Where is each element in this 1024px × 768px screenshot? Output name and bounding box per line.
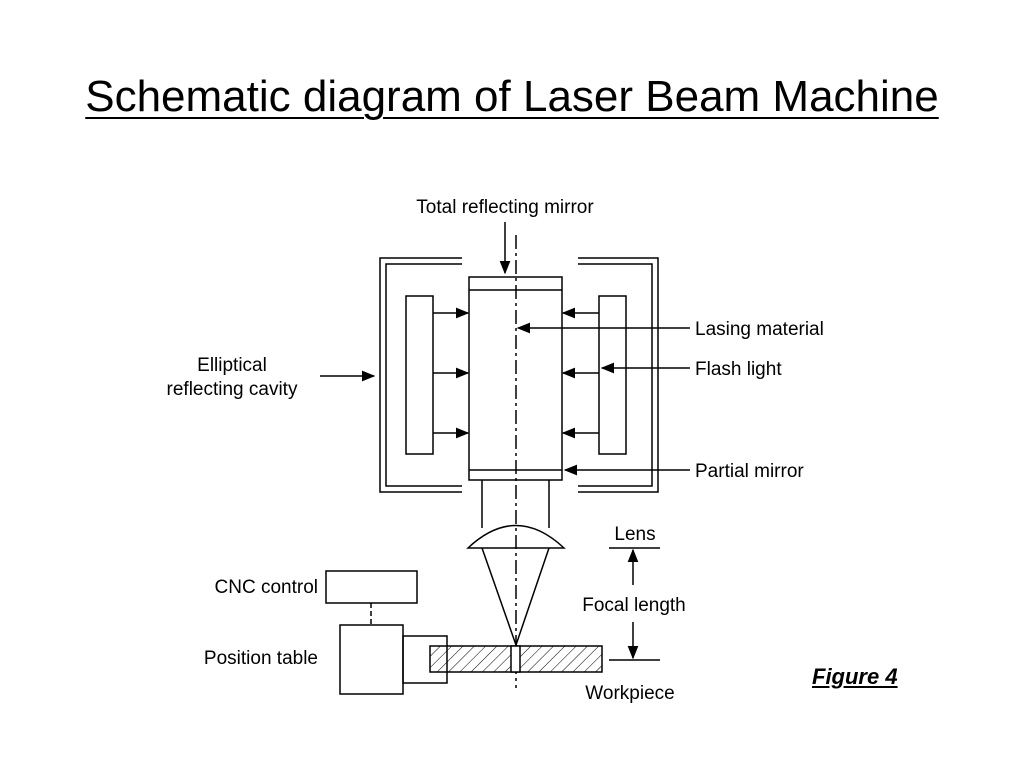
beam-tube: [481, 480, 550, 528]
label-elliptical-line2: reflecting cavity: [167, 379, 298, 400]
cnc-control-box: [325, 570, 418, 604]
focused-beam: [481, 547, 550, 646]
figure-caption: Figure 4: [812, 664, 898, 689]
label-elliptical-line1: Elliptical: [197, 355, 267, 376]
label-total-reflecting-mirror: Total reflecting mirror: [416, 197, 594, 218]
flash-light-left: [405, 295, 434, 455]
label-position-table: Position table: [204, 648, 318, 669]
slide-title: Schematic diagram of Laser Beam Machine: [85, 72, 939, 121]
elliptical-cavity-left-wall: [379, 257, 462, 493]
focal-length-dimension: [609, 547, 660, 661]
label-lasing-material: Lasing material: [695, 319, 824, 340]
flash-light-right: [598, 295, 627, 455]
label-cnc-control: CNC control: [215, 577, 318, 598]
elliptical-cavity-right-wall: [578, 257, 659, 493]
label-partial-mirror: Partial mirror: [695, 461, 804, 482]
label-flash-light: Flash light: [695, 359, 782, 380]
label-workpiece: Workpiece: [585, 683, 674, 704]
label-focal-length: Focal length: [582, 595, 686, 616]
position-table-block: [339, 624, 404, 695]
label-lens: Lens: [614, 524, 655, 545]
workpiece-kerf: [510, 645, 521, 673]
flash-light-rays: [433, 307, 599, 439]
lens: [466, 524, 566, 549]
